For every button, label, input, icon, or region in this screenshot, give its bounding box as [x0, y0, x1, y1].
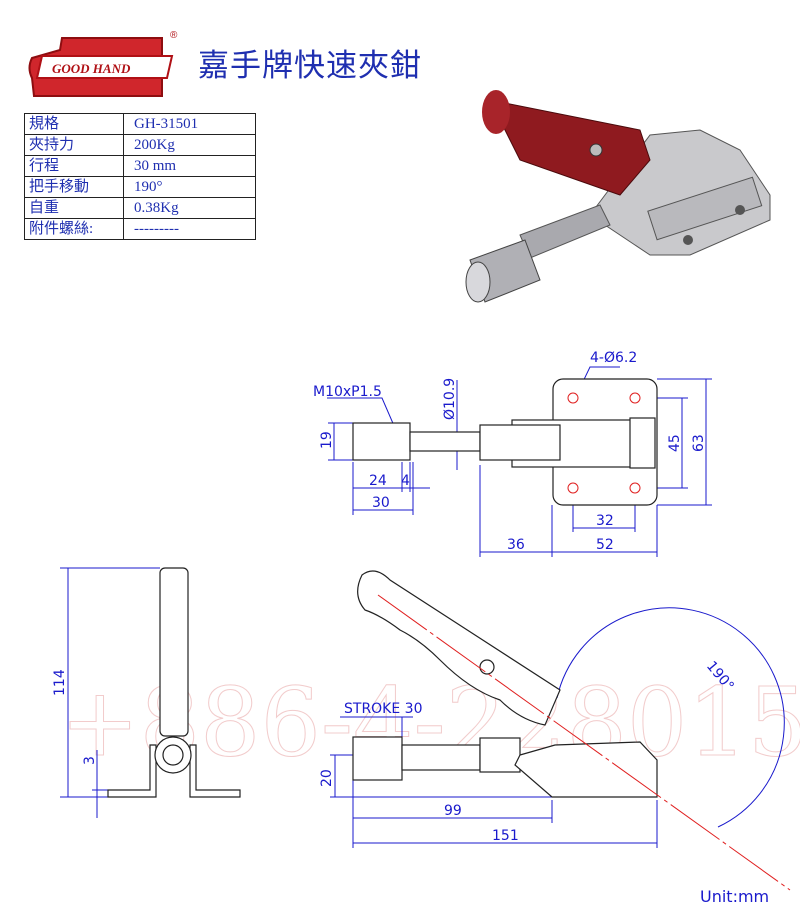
svg-text:®: ®	[170, 30, 178, 41]
dim-99: 99	[444, 803, 462, 819]
side-view	[352, 570, 658, 798]
dim-30: 30	[372, 495, 390, 511]
dim-63: 63	[691, 434, 707, 452]
spec-value: 0.38Kg	[123, 197, 256, 219]
stroke-label: STROKE 30	[344, 701, 422, 717]
dim-32: 32	[596, 513, 614, 529]
spec-label: 自重	[24, 197, 124, 219]
spec-value: 30 mm	[123, 155, 256, 177]
clamp-3d-render	[465, 90, 771, 303]
dim-151: 151	[492, 828, 519, 844]
spec-label: 附件螺絲:	[24, 218, 124, 240]
table-row: 附件螺絲:---------	[24, 218, 256, 240]
spec-value: 200Kg	[123, 134, 256, 156]
unit-label: Unit:mm	[700, 887, 770, 906]
dim-114: 114	[52, 669, 68, 696]
spec-label: 夾持力	[24, 134, 124, 156]
logo-text: GOOD HAND	[52, 61, 131, 76]
dim-4: 4	[401, 473, 410, 489]
handle-centerline	[377, 594, 791, 891]
dim-45: 45	[667, 434, 683, 452]
spec-label: 行程	[24, 155, 124, 177]
thread-label: M10xP1.5	[313, 384, 382, 400]
dim-52: 52	[596, 537, 614, 553]
dimension-lines	[60, 366, 785, 848]
front-view	[107, 567, 241, 798]
holes-label: 4-Ø6.2	[590, 350, 637, 366]
spec-value: ---------	[123, 218, 256, 240]
dim-36: 36	[507, 537, 525, 553]
top-view	[352, 378, 658, 506]
dim-20: 20	[319, 769, 335, 787]
dim-19: 19	[319, 431, 335, 449]
dim-3: 3	[82, 756, 98, 765]
spec-value: 190°	[123, 176, 256, 198]
dim-24: 24	[369, 473, 387, 489]
page-title: 嘉手牌快速夾鉗	[198, 48, 422, 84]
good-hand-logo: GOOD HAND ®	[28, 30, 178, 97]
rod-diameter-label: Ø10.9	[442, 378, 458, 420]
